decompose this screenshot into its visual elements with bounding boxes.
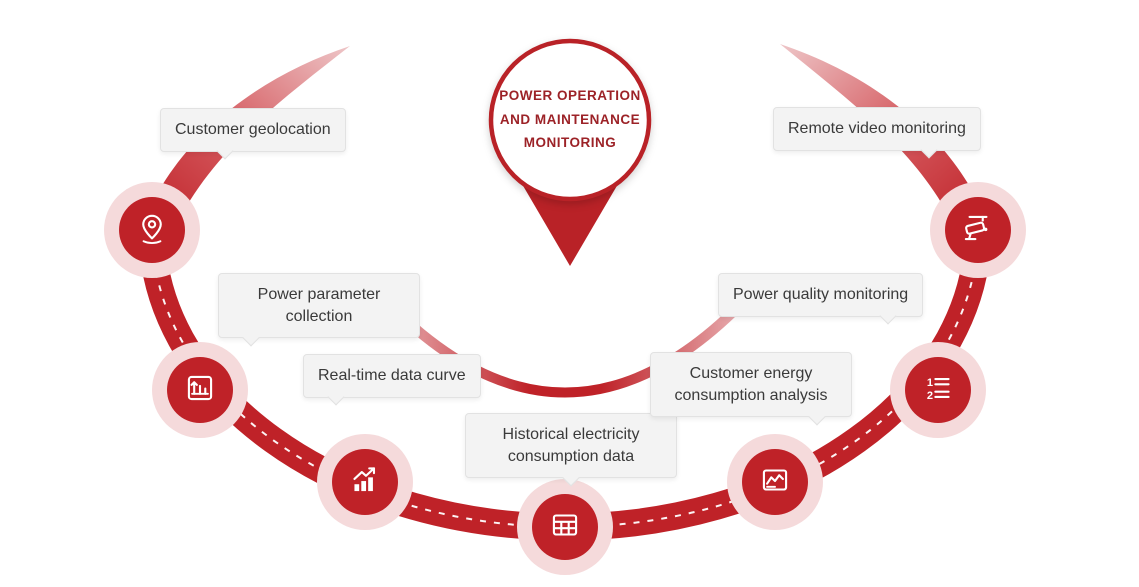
label-customer-energy-consumption-analysis: Customer energy consumption analysis [650,352,852,426]
line-chart-frame-icon [756,461,794,504]
cctv-camera-icon [959,209,997,252]
label-customer-geolocation: Customer geolocation [160,108,346,160]
node-remote-video-monitoring [945,197,1011,263]
center-circle [488,38,652,202]
node-customer-energy-consumption-analysis [742,449,808,515]
node-customer-geolocation [119,197,185,263]
label-real-time-data-curve: Real-time data curve [303,354,481,406]
label-text: Customer geolocation [175,121,331,138]
node-power-parameter-collection [167,357,233,423]
label-power-quality-monitoring: Power quality monitoring [718,273,924,325]
label-remote-video-monitoring: Remote video monitoring [773,107,981,159]
svg-text:1: 1 [927,376,933,388]
left-swoosh [146,46,350,228]
inner-arc [378,293,752,398]
node-power-quality-monitoring: 1 2 [905,357,971,423]
center-title-line: MONITORING [523,135,617,151]
bar-chart-arrow-box-icon [181,369,219,412]
svg-text:2: 2 [927,390,933,402]
node-real-time-data-curve [332,449,398,515]
center-title: POWER OPERATION AND MAINTENANCE MONITORI… [480,84,660,155]
center-title-line: AND MAINTENANCE [499,111,641,127]
label-historical-electricity-consumption-data: Historical electricity consumption data [465,413,677,487]
location-pin-icon [133,209,171,252]
center-title-line: POWER OPERATION [499,88,641,103]
label-text: Power parameter collection [257,286,381,325]
label-text: Historical electricity consumption data [502,426,640,465]
label-text: Power quality monitoring [733,286,909,303]
right-swoosh [780,44,984,228]
label-text: Customer energy consumption analysis [674,365,828,404]
data-table-icon [546,506,584,549]
numbered-list-icon: 1 2 [919,369,957,412]
label-text: Remote video monitoring [788,120,966,137]
label-power-parameter-collection: Power parameter collection [218,273,420,347]
rising-bar-chart-icon [346,461,384,504]
node-historical-electricity-consumption-data [532,494,598,560]
label-text: Real-time data curve [318,367,466,384]
